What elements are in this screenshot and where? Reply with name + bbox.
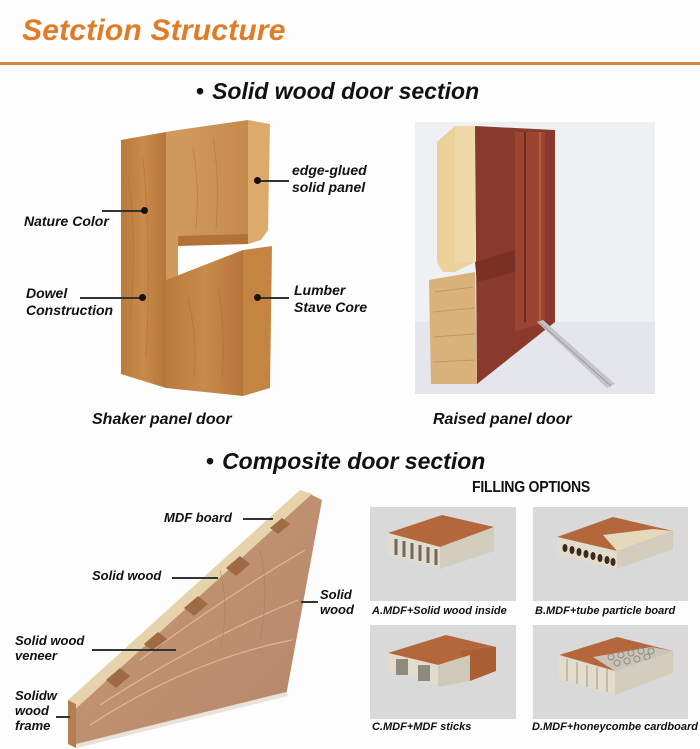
marker-dot bbox=[139, 294, 146, 301]
mdf-sticks-icon bbox=[388, 635, 496, 687]
raised-caption: Raised panel door bbox=[433, 411, 572, 428]
callout-solid-wood-frame: Solidw wood frame bbox=[15, 688, 57, 733]
callout-line: wood bbox=[15, 703, 49, 718]
callout-line: veneer bbox=[15, 648, 57, 663]
callout-dowel-construction: Dowel Construction bbox=[26, 285, 113, 319]
callout-solid-wood: Solid wood bbox=[92, 568, 162, 583]
callout-line: Lumber bbox=[294, 282, 346, 298]
callout-mdf-board: MDF board bbox=[164, 510, 232, 525]
filling-option-b bbox=[533, 507, 688, 601]
raised-door-image bbox=[415, 122, 655, 394]
callout-solid-wood-right: Solid wood bbox=[320, 587, 354, 617]
callout-line: wood bbox=[320, 602, 354, 617]
callout-line: Solidw bbox=[15, 688, 57, 703]
leader-line bbox=[80, 297, 142, 299]
callout-line: Dowel bbox=[26, 285, 68, 301]
callout-line: Solid bbox=[320, 587, 352, 602]
solid-section-heading: • Solid wood door section bbox=[196, 78, 479, 105]
tube-particle-board-icon bbox=[557, 517, 673, 569]
filling-options-title: FILLING OPTIONS bbox=[472, 479, 591, 496]
composite-door-image bbox=[60, 490, 330, 749]
bullet: • bbox=[196, 78, 205, 104]
leader-line bbox=[56, 716, 70, 718]
filling-option-a-label: A.MDF+Solid wood inside bbox=[372, 605, 507, 617]
composite-section-heading-text: Composite door section bbox=[222, 448, 486, 474]
callout-lumber-stave-core: Lumber Stave Core bbox=[294, 282, 367, 316]
callout-solid-wood-veneer: Solid wood veneer bbox=[15, 633, 84, 663]
filling-option-d bbox=[533, 625, 688, 719]
callout-edge-glued-panel: edge-glued solid panel bbox=[292, 162, 367, 196]
shaker-caption: Shaker panel door bbox=[92, 411, 232, 428]
filling-option-a bbox=[370, 507, 516, 601]
callout-nature-color: Nature Color bbox=[24, 213, 109, 229]
callout-line: solid panel bbox=[292, 179, 366, 195]
filling-option-c bbox=[370, 625, 516, 719]
leader-line bbox=[259, 297, 289, 299]
filling-option-b-label: B.MDF+tube particle board bbox=[535, 605, 676, 617]
callout-line: Solid wood bbox=[15, 633, 85, 648]
solid-section-heading-text: Solid wood door section bbox=[212, 78, 480, 104]
leader-line bbox=[301, 601, 318, 603]
leader-line bbox=[259, 180, 289, 182]
filling-option-c-label: C.MDF+MDF sticks bbox=[372, 721, 472, 733]
marker-dot bbox=[254, 294, 261, 301]
callout-line: Construction bbox=[26, 302, 114, 318]
title-divider bbox=[0, 62, 700, 65]
bullet: • bbox=[206, 448, 215, 474]
composite-section-heading: • Composite door section bbox=[206, 448, 485, 475]
leader-line bbox=[243, 518, 273, 520]
shaker-door-image bbox=[118, 118, 278, 396]
honeycomb-cardboard-icon bbox=[559, 637, 673, 695]
callout-line: edge-glued bbox=[292, 162, 367, 178]
leader-line bbox=[172, 577, 218, 579]
solid-wood-slats-icon bbox=[388, 515, 494, 569]
leader-line bbox=[92, 649, 176, 651]
page-title: Setction Structure bbox=[22, 14, 286, 47]
callout-line: Stave Core bbox=[294, 299, 368, 315]
marker-dot bbox=[141, 207, 148, 214]
filling-option-d-label: D.MDF+honeycombe cardboard bbox=[532, 721, 698, 733]
marker-dot bbox=[254, 177, 261, 184]
leader-line bbox=[102, 210, 144, 212]
callout-line: frame bbox=[15, 718, 51, 733]
